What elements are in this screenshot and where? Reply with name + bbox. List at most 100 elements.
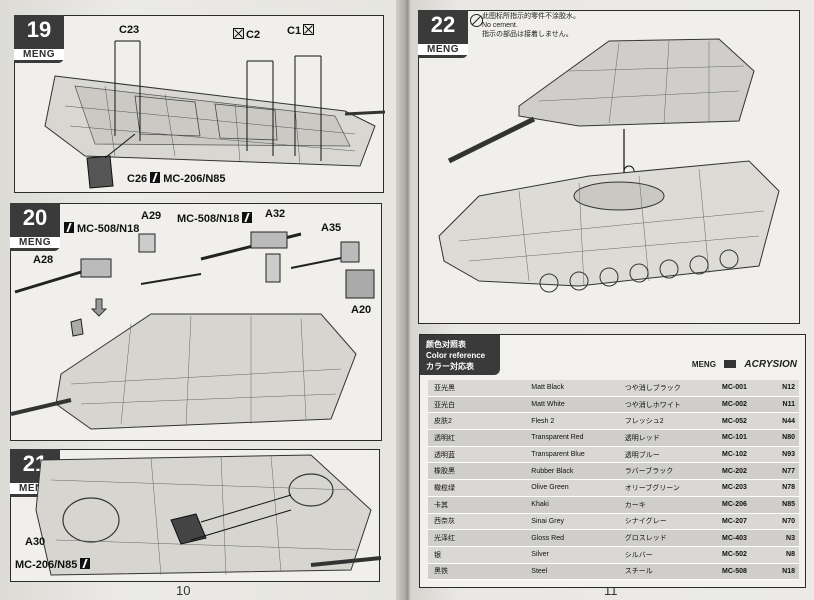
color-name-cn: 橄榄绿 <box>434 484 455 492</box>
callout-c23: C23 <box>119 24 140 36</box>
acrysion-code: N93 <box>782 451 795 459</box>
callout-c2-label: C2 <box>246 29 261 41</box>
brand-logo: MENG <box>14 49 64 60</box>
color-name-jp: オリーブグリーン <box>624 484 680 492</box>
color-name-en: Khaki <box>531 501 549 509</box>
color-name-en: Transparent Red <box>531 434 584 442</box>
step-22-badge: 22 MENG <box>418 10 468 58</box>
color-name-jp: シナイグレー <box>624 518 667 526</box>
acrysion-code: N11 <box>782 401 795 409</box>
step-20-panel: 20 MENG <box>10 203 382 441</box>
color-name-jp: つや消しホワイト <box>624 401 681 409</box>
acrysion-code: N77 <box>782 467 795 475</box>
turret-drawing-20 <box>11 231 375 430</box>
step-number: 19 <box>26 17 52 42</box>
paint-brush-icon <box>64 222 74 233</box>
brand-logo: MENG <box>418 44 468 55</box>
acrysion-code: N3 <box>786 534 795 542</box>
color-reference-header: 颜色对照表 Color reference カラー対応表 <box>420 335 500 375</box>
color-name-jp: カーキ <box>624 501 646 509</box>
acrysion-code: N70 <box>782 517 795 525</box>
color-name-cn: 卡其 <box>434 501 448 509</box>
table-row: 橄榄绿 Olive Green オリーブグリーン MC-203 N78 <box>428 480 799 497</box>
part-label: C26 <box>127 173 148 185</box>
color-name-jp: グロスレッド <box>624 535 667 543</box>
color-name-cn: 西奈灰 <box>434 518 455 526</box>
meng-code: MC-002 <box>722 401 747 409</box>
step-19-panel: 19 MENG <box>14 15 385 193</box>
color-name-cn: 亚光黑 <box>434 384 455 392</box>
callout-c1: C1 <box>287 24 316 37</box>
acrysion-code: N18 <box>782 567 795 575</box>
color-name-jp: スチール <box>624 568 653 576</box>
color-name-cn: 银 <box>434 551 441 559</box>
paint-codes: MC-508/N18 <box>77 223 140 235</box>
paint-ref-a32: MC-508/N18 <box>177 212 255 225</box>
paint-codes: MC-206/N85 <box>163 173 226 185</box>
meng-code: MC-403 <box>722 534 747 542</box>
tank-assembly-drawing-22 <box>438 38 780 293</box>
color-name-jp: フレッシュ2 <box>624 418 664 426</box>
color-name-en: Matt White <box>531 401 565 409</box>
step-21-panel: 21 MENG A30 MC-206/N85 <box>10 449 381 582</box>
callout-a20: A20 <box>351 304 372 316</box>
acrysion-code: N78 <box>782 484 795 492</box>
color-reference-panel: 颜色对照表 Color reference カラー対応表 MENG ACRYSI… <box>419 334 806 588</box>
paint-brush-icon <box>80 558 91 569</box>
color-name-en: Silver <box>531 551 549 559</box>
color-name-cn: 透明蓝 <box>434 451 455 459</box>
brand-meng: MENG <box>691 360 716 369</box>
paint-brand-labels: MENG ACRYSION <box>686 359 797 370</box>
no-cement-notice: 此图标所指示的零件不涂胶水。 No cement. 指示の部品は接着しません。 <box>482 12 632 39</box>
paint-ref-a30: MC-206/N85 <box>15 558 93 571</box>
no-cement-icon <box>233 28 244 39</box>
meng-code: MC-101 <box>722 434 747 442</box>
no-cement-icon <box>470 14 483 27</box>
color-name-jp: 透明レッド <box>624 434 660 442</box>
meng-code: MC-206 <box>722 501 747 509</box>
brand-logo-icon <box>724 360 737 368</box>
table-row: 透明红 Transparent Red 透明レッド MC-101 N80 <box>428 430 799 447</box>
step-number: 20 <box>22 205 48 230</box>
callout-a35: A35 <box>321 222 342 234</box>
step-20-badge: 20 MENG <box>10 203 60 251</box>
color-name-cn: 透明红 <box>434 434 455 442</box>
color-name-en: Sinai Grey <box>531 517 564 525</box>
color-name-en: Matt Black <box>531 384 564 392</box>
notice-en: No cement. <box>482 22 518 29</box>
meng-code: MC-102 <box>722 451 747 459</box>
turret-detail-drawing-21 <box>35 454 381 576</box>
paint-ref-c26: C26 MC-206/N85 <box>127 172 226 185</box>
acrysion-code: N8 <box>786 551 795 559</box>
color-name-en: Olive Green <box>531 484 569 492</box>
notice-cn: 此图标所指示的零件不涂胶水。 <box>482 13 580 20</box>
callout-c2: C2 <box>233 28 260 41</box>
title-cn: 颜色对照表 <box>426 340 466 349</box>
acrysion-code: N44 <box>782 417 795 425</box>
brand-acrysion: ACRYSION <box>744 359 797 370</box>
brand-logo: MENG <box>10 483 60 494</box>
left-page: 19 MENG <box>0 0 404 600</box>
table-row: 光泽红 Gloss Red グロスレッド MC-403 N3 <box>428 530 799 547</box>
paint-ref-a28: MC-508/N18 <box>61 222 139 235</box>
color-name-jp: 透明ブルー <box>624 451 660 459</box>
acrysion-code: N80 <box>782 434 795 442</box>
paint-codes: MC-508/N18 <box>177 213 240 225</box>
table-row: 西奈灰 Sinai Grey シナイグレー MC-207 N70 <box>428 513 799 531</box>
color-name-cn: 橡胶黑 <box>434 468 455 476</box>
meng-code: MC-202 <box>722 467 747 475</box>
acrysion-code: N12 <box>782 384 795 392</box>
meng-code: MC-052 <box>722 417 747 425</box>
meng-code: MC-203 <box>722 484 747 492</box>
title-en: Color reference <box>426 351 486 360</box>
color-name-en: Gloss Red <box>531 534 564 542</box>
meng-code: MC-207 <box>722 517 747 525</box>
color-name-cn: 光泽红 <box>434 535 455 543</box>
no-cement-icon <box>303 24 315 35</box>
